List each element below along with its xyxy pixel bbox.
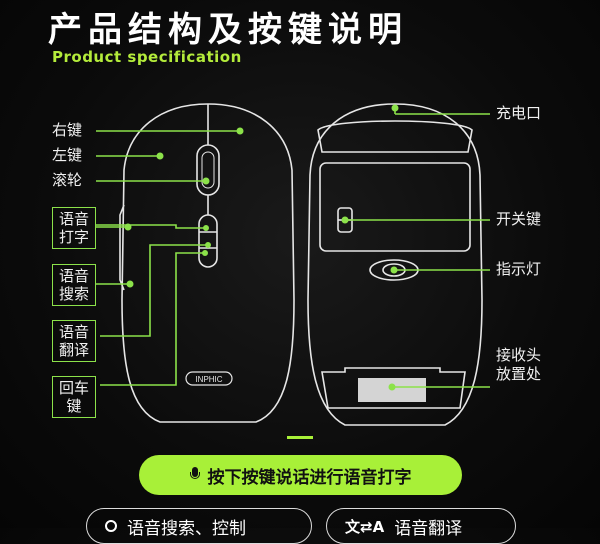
callout-lines: [96, 108, 490, 388]
search-icon: [105, 520, 117, 532]
label-right-key: 右键: [52, 121, 83, 139]
label-charge-port: 充电口: [496, 104, 542, 122]
page-title: 产品结构及按键说明: [48, 10, 408, 50]
mouse-bottom-view: [307, 103, 483, 426]
page-indicator: [287, 436, 313, 439]
page-subtitle: Product specification: [52, 48, 242, 66]
microphone-icon: [189, 467, 200, 483]
voice-search-button[interactable]: 语音搜索、控制: [86, 508, 312, 544]
label-power-switch: 开关键: [496, 210, 542, 228]
mouse-diagram: INPHIC: [96, 103, 490, 439]
voice-typing-button[interactable]: 按下按键说话进行语音打字: [139, 455, 462, 495]
label-scroll-wheel: 滚轮: [52, 171, 83, 189]
label-indicator: 指示灯: [496, 260, 542, 278]
label-voice-typing: 语音打字: [52, 207, 96, 249]
label-left-key: 左键: [52, 146, 83, 164]
label-voice-translate: 语音翻译: [52, 320, 96, 362]
mouse-top-view: [119, 103, 295, 423]
label-voice-search: 语音搜索: [52, 264, 96, 306]
brand-mark: INPHIC: [195, 375, 222, 384]
label-enter-key: 回车键: [52, 376, 96, 418]
label-receiver-slot: 接收头放置处: [496, 346, 542, 383]
translate-icon: 文⇄A: [345, 517, 385, 536]
voice-translate-button[interactable]: 文⇄A 语音翻译: [326, 508, 516, 544]
